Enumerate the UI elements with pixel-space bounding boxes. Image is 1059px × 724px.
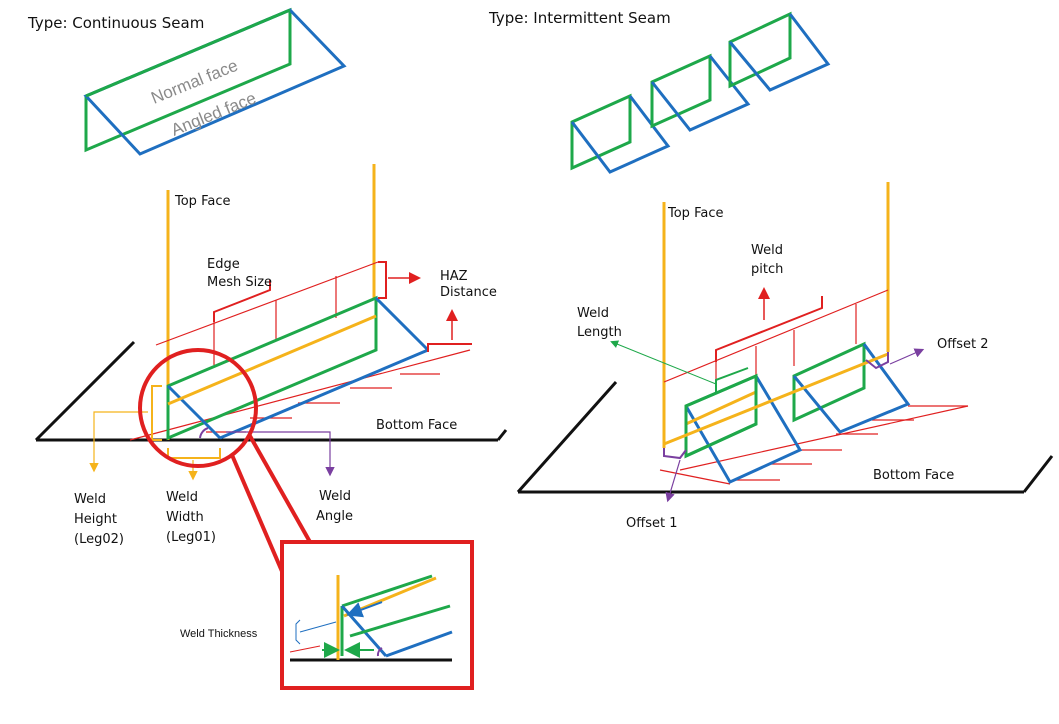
offset-2-bracket	[865, 352, 889, 370]
right-weld-root-line	[663, 352, 889, 446]
offset-2-label: Offset 2	[937, 337, 988, 352]
left-ground-edge	[34, 340, 136, 442]
right-bottom-face-mesh	[659, 405, 969, 485]
edge-mesh-size-label-1: Edge	[207, 257, 240, 272]
weld-root-line	[167, 314, 377, 406]
weld-normal-face	[166, 295, 378, 441]
weld-length-label-1: Weld	[577, 306, 609, 321]
weld-pitch-bracket	[715, 296, 823, 362]
offset-1-label: Offset 1	[626, 516, 677, 531]
weld-width-label-1: Weld	[166, 490, 198, 505]
weld-height-label-1: Weld	[74, 492, 106, 507]
weld-height-label-2: Height	[74, 512, 117, 527]
weld-angle-label-2: Angle	[316, 509, 353, 524]
weld-segment-2	[792, 341, 911, 434]
haz-distance-label-2: Distance	[440, 285, 497, 300]
weld-width-label-3: (Leg01)	[166, 530, 216, 545]
weld-height-label-3: (Leg02)	[74, 532, 124, 547]
continuous-weld-bead	[166, 295, 430, 441]
top-face-label: Top Face	[174, 194, 230, 209]
weld-width-label-2: Width	[166, 510, 204, 525]
haz-distance-label-1: HAZ	[440, 269, 468, 284]
weld-angle-label-1: Weld	[319, 489, 351, 504]
left-bottom-face-label: Bottom Face	[376, 418, 457, 433]
weld-thickness-label: Weld Thickness	[180, 628, 258, 640]
offset-1-bracket	[663, 448, 687, 460]
intermittent-seam-title: Type: Intermittent Seam	[488, 9, 671, 27]
zoom-circle	[138, 348, 258, 468]
weld-width-bracket	[167, 448, 221, 459]
right-top-face-label: Top Face	[667, 206, 723, 221]
right-ground-edge	[516, 381, 618, 493]
weld-length-bracket	[715, 367, 749, 392]
edge-mesh-size-label-2: Mesh Size	[207, 275, 272, 290]
weld-pitch-label-1: Weld	[751, 243, 783, 258]
weld-pitch-label-2: pitch	[751, 262, 783, 277]
continuous-seam-title: Type: Continuous Seam	[27, 14, 204, 32]
weld-height-bracket	[151, 385, 162, 441]
zoomed-weld-detail	[289, 574, 453, 662]
intermittent-seam-face-illustration	[570, 11, 831, 174]
weld-segment-1	[684, 373, 803, 484]
top-face-mesh	[155, 261, 379, 365]
zoom-leader-right	[248, 435, 312, 543]
haz-distance-bracket	[378, 261, 387, 299]
weld-angle-arc	[199, 427, 209, 439]
edge-mesh-size-bracket	[213, 280, 271, 322]
right-bottom-face-label: Bottom Face	[873, 468, 954, 483]
zoom-callout-box	[280, 540, 474, 690]
weld-length-label-2: Length	[577, 325, 622, 340]
